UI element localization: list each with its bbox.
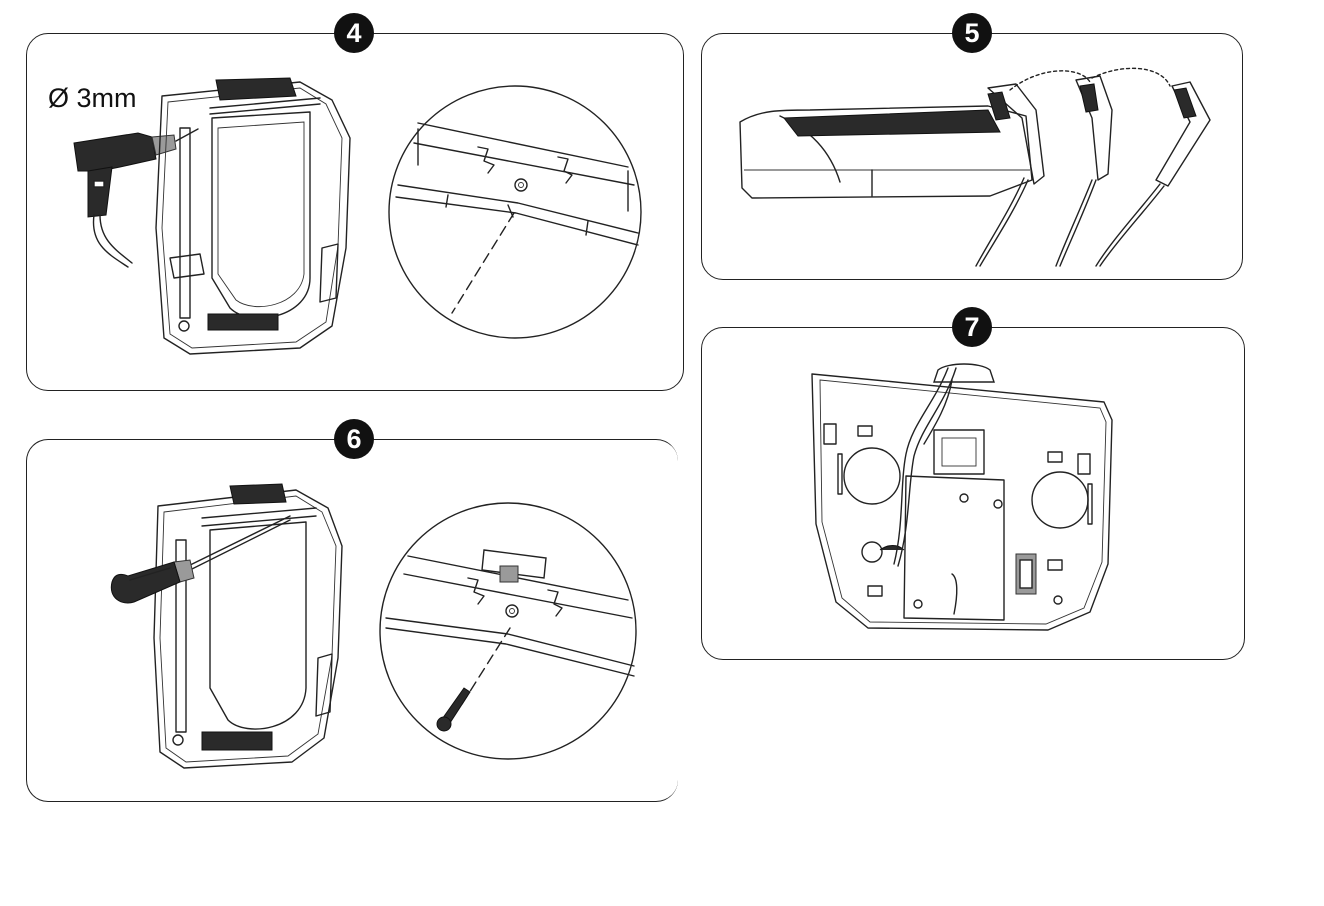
step-6-badge: 6 — [334, 419, 374, 459]
screw-icon — [379, 502, 637, 760]
magnified-hole-detail-icon — [388, 85, 642, 339]
housing-back-icon — [155, 77, 351, 355]
step-4-badge: 4 — [334, 13, 374, 53]
drill-icon — [73, 128, 199, 268]
step-5-badge: 5 — [952, 13, 992, 53]
cable-cap-icon — [739, 67, 1211, 267]
base-plate-wiring-icon — [811, 363, 1113, 631]
housing-back-icon — [153, 483, 343, 769]
drill-diameter-label: Ø 3mm — [48, 83, 137, 113]
step-4-panel — [26, 33, 684, 391]
step-7-badge: 7 — [952, 307, 992, 347]
step-6-panel — [26, 439, 678, 802]
screwdriver-icon — [110, 515, 291, 604]
step-5-panel — [701, 33, 1243, 280]
